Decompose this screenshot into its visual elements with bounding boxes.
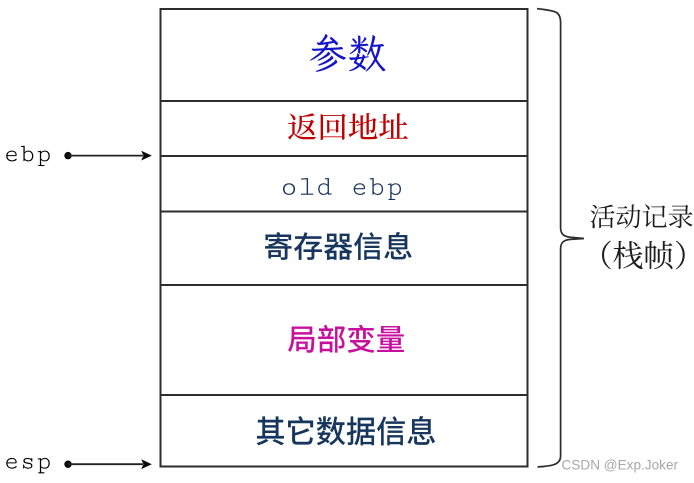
svg-text:CSDN @Exp.Joker: CSDN @Exp.Joker	[562, 458, 679, 473]
